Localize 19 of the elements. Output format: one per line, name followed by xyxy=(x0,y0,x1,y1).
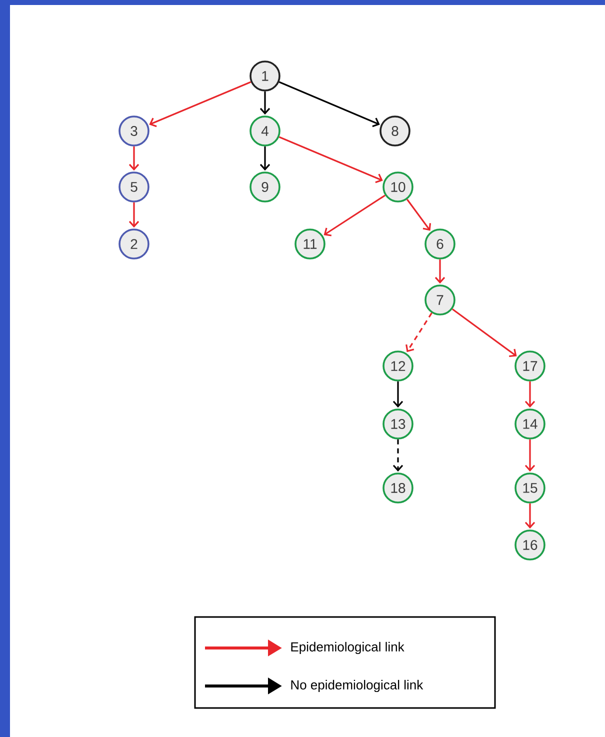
arrow xyxy=(524,439,536,472)
legend-text: No epidemiological link xyxy=(291,680,424,692)
arrow xyxy=(260,146,270,171)
arrow xyxy=(524,381,536,408)
arrow xyxy=(452,308,517,358)
arrow xyxy=(260,91,270,115)
arrow xyxy=(392,381,404,408)
arrow xyxy=(324,194,386,236)
arrow xyxy=(128,202,140,228)
arrow xyxy=(392,439,404,472)
legend-text: Epidemiological link xyxy=(291,642,404,654)
arrow xyxy=(524,503,536,529)
arrow xyxy=(406,198,432,231)
arrow xyxy=(406,312,432,352)
arrow xyxy=(149,81,252,128)
arrow xyxy=(128,146,140,171)
arrow xyxy=(278,136,383,184)
arrow xyxy=(434,259,446,284)
arrow xyxy=(278,81,380,128)
